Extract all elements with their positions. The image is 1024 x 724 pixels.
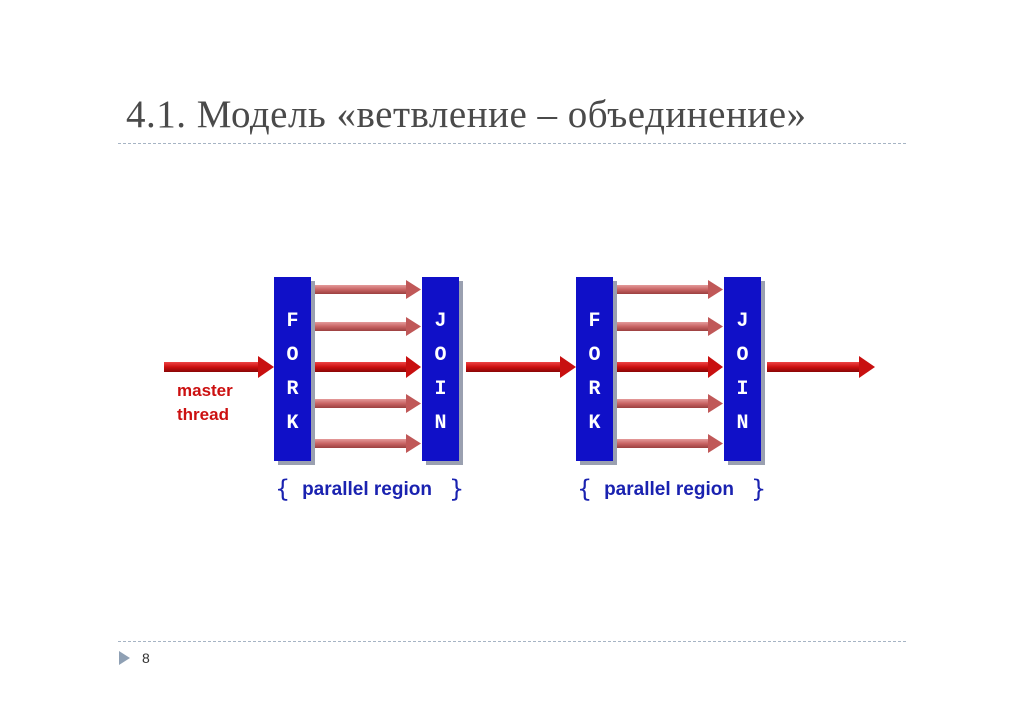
thread-arrow: [617, 317, 723, 336]
fork-block-1: F O R K: [274, 277, 315, 465]
join-letter: N: [434, 412, 446, 435]
fork-letter: O: [588, 344, 600, 367]
join-letter: N: [736, 412, 748, 435]
parallel-region-label-1: { parallel region }: [275, 475, 464, 503]
brace-close-icon: }: [449, 475, 464, 503]
brace-close-icon: }: [751, 475, 766, 503]
fork-letter: K: [286, 412, 298, 435]
region-label: parallel region: [302, 479, 432, 500]
thread-arrow: [315, 434, 421, 453]
join-letter: I: [736, 378, 748, 401]
join-block-2: J O I N: [724, 277, 765, 465]
master-arrow-between: [466, 356, 576, 378]
brace-open-icon: {: [275, 475, 290, 503]
thread-arrow: [315, 280, 421, 299]
thread-arrow: [617, 280, 723, 299]
region-2-threads: [617, 280, 723, 453]
slide-title: 4.1. Модель «ветвление – объединение»: [126, 93, 807, 136]
join-letter: O: [736, 344, 748, 367]
master-arrow-out: [767, 356, 875, 378]
master-arrow-in: [164, 356, 274, 378]
parallel-region-label-2: { parallel region }: [577, 475, 766, 503]
join-letter: J: [736, 310, 748, 333]
thread-arrow: [315, 394, 421, 413]
thread-arrow: [617, 394, 723, 413]
brace-open-icon: {: [577, 475, 592, 503]
fork-letter: R: [286, 378, 298, 401]
fork-letter: F: [588, 310, 600, 333]
thread-arrow-master: [617, 356, 723, 378]
thread-arrow: [617, 434, 723, 453]
fork-letter: F: [286, 310, 298, 333]
fork-letter: O: [286, 344, 298, 367]
thread-arrow-master: [315, 356, 421, 378]
master-label-line2: thread: [177, 405, 229, 424]
fork-block-2: F O R K: [576, 277, 617, 465]
thread-arrow: [315, 317, 421, 336]
master-label-line1: master: [177, 381, 233, 400]
join-letter: I: [434, 378, 446, 401]
join-letter: J: [434, 310, 446, 333]
fork-letter: K: [588, 412, 600, 435]
title-divider: [118, 143, 906, 144]
region-label: parallel region: [604, 479, 734, 500]
fork-letter: R: [588, 378, 600, 401]
region-1-threads: [315, 280, 421, 453]
footer-divider: [118, 641, 906, 642]
triangle-bullet-icon: [119, 651, 130, 665]
join-block-1: J O I N: [422, 277, 463, 465]
page-number: 8: [142, 650, 150, 666]
join-letter: O: [434, 344, 446, 367]
